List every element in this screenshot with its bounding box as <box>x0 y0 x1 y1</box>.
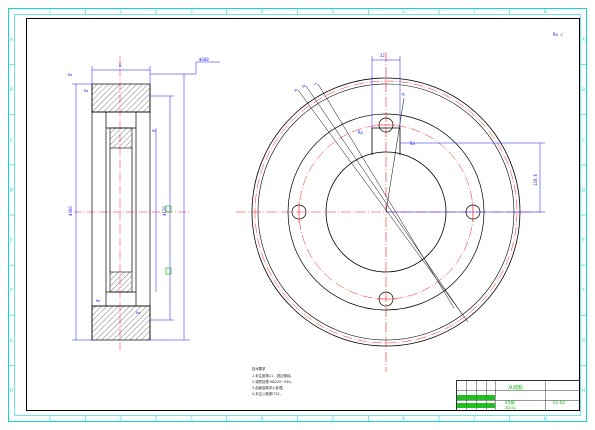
zone-label: 5 <box>332 9 335 14</box>
leader-label: B <box>301 84 307 89</box>
lower-hub-section <box>109 271 133 293</box>
dim-section-width: B <box>119 63 122 68</box>
title-drawing-no: 01-02 <box>553 400 566 405</box>
zone-label: 1 <box>49 9 52 14</box>
zone-label: 7 <box>473 416 476 421</box>
zone-label: 6 <box>402 416 405 421</box>
drawing-frame <box>26 18 580 411</box>
zone-label: A <box>10 37 13 42</box>
roughness-flag: Ra <box>68 73 72 77</box>
zone-label: A <box>582 37 585 42</box>
roughness-flag: Ra <box>152 129 156 133</box>
zone-label: 5 <box>332 416 335 421</box>
dim-bore: Φ120 <box>162 206 167 216</box>
dim-keyway-depth: 128.6 <box>533 173 538 186</box>
roughness-flag: Ra <box>84 89 88 93</box>
lower-rim-section <box>91 305 151 341</box>
leader-label: A <box>293 88 299 93</box>
title-code: ZDJ-02 <box>505 406 516 410</box>
tolerance-marker <box>165 205 172 213</box>
roughness-flag: Ra <box>96 299 100 303</box>
upper-rim-section <box>91 83 151 113</box>
zone-label: G <box>10 338 13 343</box>
zone-label: G <box>582 338 585 343</box>
zone-label: 7 <box>473 9 476 14</box>
zone-label: B <box>10 87 13 92</box>
zone-label: 2 <box>119 416 122 421</box>
zone-label: C <box>582 137 585 142</box>
notes-line: 4.未注公差按IT12。 <box>252 391 283 396</box>
notes-title: 技术要求 <box>252 366 266 371</box>
zone-label: 2 <box>119 9 122 14</box>
keyway <box>371 127 401 155</box>
leader-label: D <box>401 91 407 96</box>
zone-label: C <box>10 137 13 142</box>
zone-label: 4 <box>261 416 264 421</box>
roughness-flag: Ra <box>358 130 363 135</box>
front-view: 32 128.6 A B C D Ra Ra <box>236 52 545 372</box>
zone-label: F <box>582 288 585 293</box>
roughness-flag: Ra <box>410 141 415 146</box>
leader-label: C <box>313 82 319 87</box>
dim-keyway-width: 32 <box>380 53 385 58</box>
zone-label: 1 <box>49 416 52 421</box>
zone-label: D <box>582 187 585 192</box>
notes-line: 3.齿面高频淬火处理。 <box>252 385 286 390</box>
title-material: 45钢 <box>505 399 515 406</box>
roughness-flag: Ra <box>136 311 140 315</box>
notes-line: 1.未注倒角C1，锐边倒钝。 <box>252 373 294 378</box>
zone-label: 3 <box>190 416 193 421</box>
dim-top-ref: Φ360 <box>199 57 209 62</box>
zone-label: 8 <box>544 416 547 421</box>
title-block: 从动轮 01-02 45钢 ZDJ-02 <box>456 380 580 411</box>
notes-line: 2.调质处理 HB220~250。 <box>252 379 294 384</box>
roughness-mark: Ra √ <box>553 32 563 37</box>
zone-label: B <box>582 87 585 92</box>
zone-label: 4 <box>261 9 264 14</box>
technical-notes: 技术要求 1.未注倒角C1，锐边倒钝。 2.调质处理 HB220~250。 3.… <box>252 366 294 396</box>
tolerance-marker <box>165 267 172 275</box>
zone-label: H <box>10 388 13 393</box>
section-view: B Φ360 Φ360 Φ120 Ra Ra Ra Ra Ra <box>68 56 220 350</box>
zone-label: 6 <box>402 9 405 14</box>
zone-label: 8 <box>544 9 547 14</box>
zone-label: H <box>582 388 585 393</box>
zone-label: F <box>10 288 13 293</box>
dim-section-height: Φ360 <box>68 206 73 216</box>
zone-label: 3 <box>190 9 193 14</box>
zone-label: E <box>582 238 585 243</box>
zone-label: E <box>10 238 13 243</box>
title-part-name: 从动轮 <box>508 384 523 391</box>
zone-label: D <box>10 187 13 192</box>
upper-hub-section <box>109 127 133 149</box>
